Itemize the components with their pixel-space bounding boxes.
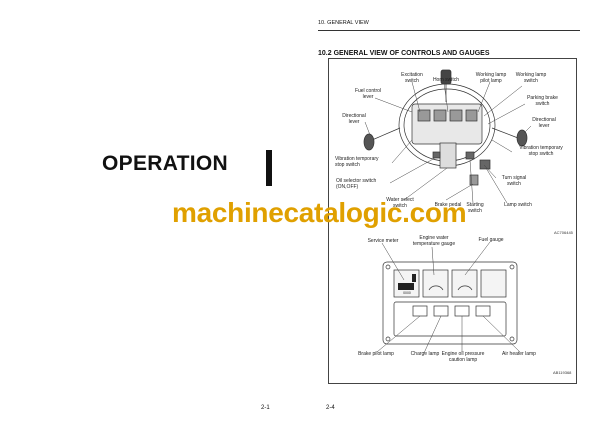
label-vibration-stop-right: Vibration temporary stop switch	[519, 145, 563, 157]
service-meter-digits: 0000	[403, 291, 411, 295]
figure-ref-controls: AC706445	[554, 230, 573, 235]
label-engine-water-temp: Engine water temperature gauge	[412, 235, 456, 247]
air-heater-lamp-icon	[475, 305, 491, 317]
oil-pressure-lamp-icon	[454, 305, 470, 317]
gauge-panel	[382, 261, 518, 345]
watermark-text: machinecatalogic.com	[172, 197, 467, 228]
label-horn-switch: Horn switch	[432, 77, 460, 83]
fuel-control-lever	[440, 69, 452, 85]
label-starting-switch: Starting switch	[466, 202, 484, 214]
page-header: 10. GENERAL VIEW	[318, 20, 369, 26]
label-directional-lever-right: Directional lever	[532, 117, 556, 129]
header-rule	[318, 30, 580, 31]
page-number-right: 2-4	[326, 405, 335, 411]
directional-lever-left-knob	[363, 133, 375, 151]
label-parking-brake-switch: Parking brake switch	[527, 95, 558, 107]
label-excitation-switch: Excitation switch	[401, 72, 423, 84]
label-fuel-control-lever: Fuel control lever	[354, 88, 382, 100]
label-brake-pilot-lamp: Brake pilot lamp	[358, 351, 394, 357]
chapter-tab-bar	[266, 150, 272, 186]
label-oil-pressure-lamp: Engine oil pressure caution lamp	[441, 351, 485, 363]
label-directional-lever-left: Directional lever	[342, 113, 366, 125]
label-working-lamp-switch: Working lamp switch	[515, 72, 547, 84]
label-vibration-stop-left: Vibration temporary stop switch	[335, 156, 379, 168]
label-fuel-gauge: Fuel gauge	[478, 237, 504, 243]
brake-pilot-lamp-icon	[412, 305, 428, 317]
label-water-select-switch: Water select switch	[386, 197, 414, 209]
section-title: 10.2 GENERAL VIEW OF CONTROLS AND GAUGES	[318, 50, 490, 57]
label-air-heater-lamp: Air heater lamp	[502, 351, 536, 357]
figure-ref-gauges: AB119368	[553, 370, 572, 375]
label-working-lamp-pilot: Working lamp pilot lamp	[475, 72, 507, 84]
charge-lamp-icon	[433, 305, 449, 317]
figure-frame	[328, 58, 577, 384]
label-oil-selector-switch: Oil selector switch (ON,OFF)	[336, 178, 377, 190]
directional-lever-right-knob	[516, 129, 528, 147]
operation-title: OPERATION	[102, 152, 228, 175]
label-service-meter: Service meter	[367, 238, 399, 244]
label-charge-lamp: Charge lamp	[410, 351, 440, 357]
label-brake-pedal: Brake pedal	[434, 202, 462, 208]
page-number-left: 2-1	[261, 405, 270, 411]
label-turn-signal-switch: Turn signal switch	[501, 175, 527, 187]
label-lamp-switch: Lamp switch	[504, 202, 532, 208]
